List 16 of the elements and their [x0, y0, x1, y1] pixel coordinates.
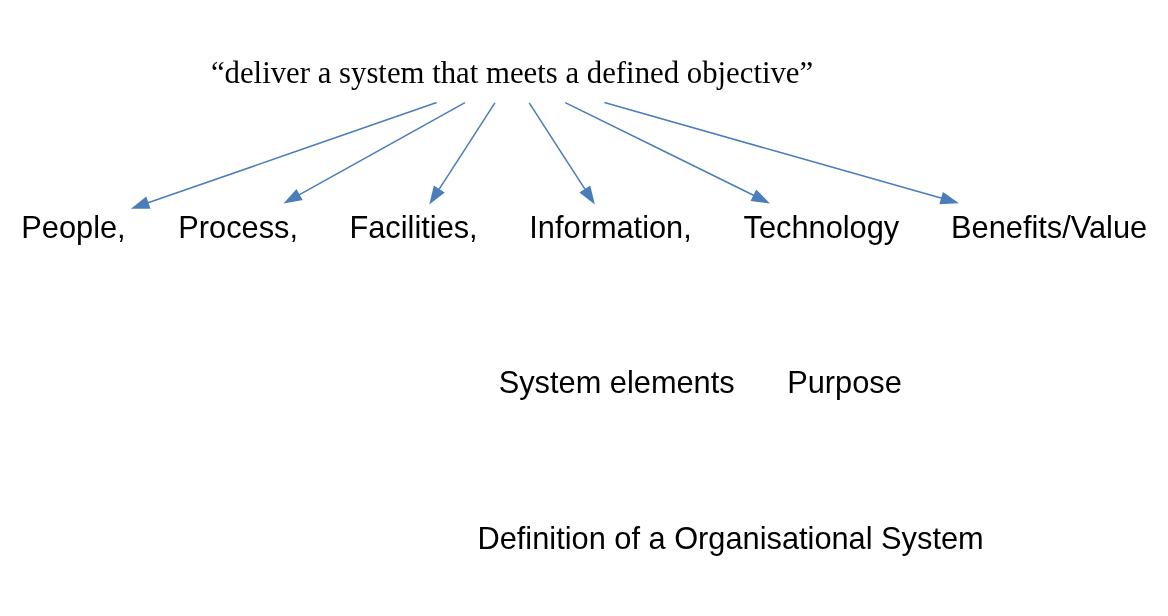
label: System elements	[498, 365, 735, 401]
node-text: Benefits/Value	[951, 209, 1148, 245]
node-text: Technology	[743, 209, 900, 245]
arrow	[564, 101, 770, 204]
label: Purpose	[787, 365, 902, 401]
label: Definition of a Organisational System	[477, 520, 984, 556]
arrow	[603, 101, 959, 205]
node-text: “deliver a system that meets a defined objective”	[210, 55, 814, 90]
arrow	[283, 101, 466, 204]
node-text: Process,	[178, 209, 298, 245]
node-text: Facilities,	[349, 209, 478, 245]
node-text: People,	[21, 209, 126, 245]
arrow	[130, 101, 438, 209]
node-text: Information,	[529, 209, 692, 245]
arrow	[429, 102, 496, 205]
arrow	[528, 102, 595, 205]
